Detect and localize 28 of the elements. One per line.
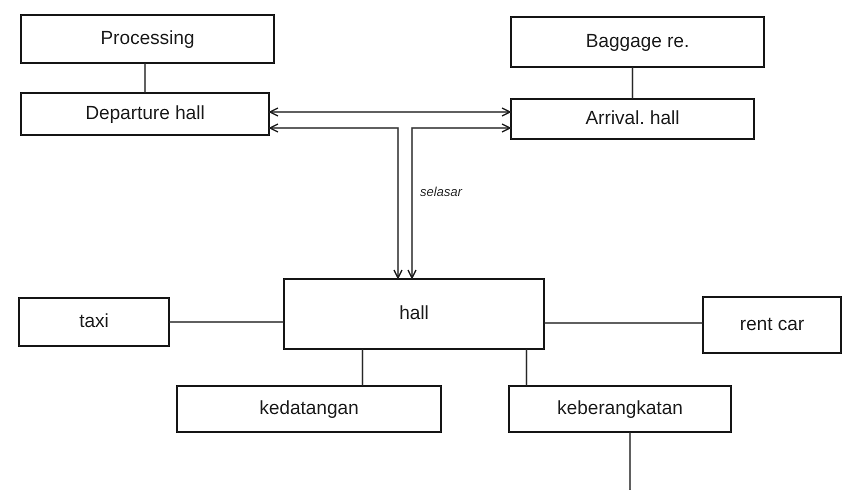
connector-line [170,321,283,323]
connector-line [362,350,364,385]
room-label: rent car [740,312,804,337]
room-box [20,14,275,64]
connector-line [632,68,634,98]
connector-line [526,350,528,385]
room-box [20,92,270,136]
connector-line [629,433,631,490]
connector-line [545,322,702,324]
room-label: taxi [79,310,109,334]
room-label: Processing [100,26,194,51]
room-box [702,296,842,354]
arrow [269,123,403,279]
room-box [510,16,765,68]
room-box [508,385,732,433]
room-label: Departure hall [85,102,205,126]
room-label: kedatangan [259,396,359,421]
room-label: Arrival. hall [586,106,680,131]
room-label: keberangkatan [557,396,683,421]
room-box [176,385,442,433]
room-box [510,98,755,140]
arrow [269,107,511,117]
arrow [407,123,511,279]
room-box [18,297,170,347]
room-label: hall [399,302,429,326]
room-label: Baggage re. [586,30,690,54]
connector-line [144,64,146,92]
room-box [283,278,545,350]
